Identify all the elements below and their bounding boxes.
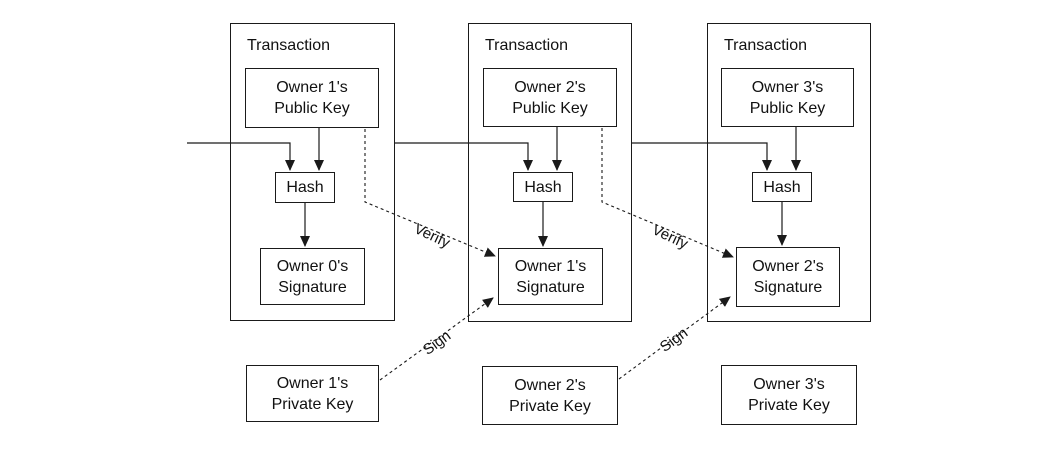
hash-box-1: Hash — [275, 172, 335, 203]
signature-box-2: Owner 1's Signature — [498, 248, 603, 305]
chain-input-line-1 — [187, 142, 295, 171]
verify-arrow-2 — [601, 128, 734, 258]
transaction-box-1: Transaction — [230, 23, 395, 321]
signature-box-1: Owner 0's Signature — [260, 248, 365, 305]
sign-arrow-1 — [379, 297, 494, 381]
sign-arrow-2 — [618, 296, 731, 380]
transaction-title-1: Transaction — [247, 37, 330, 54]
transaction-box-3: Transaction — [707, 23, 871, 322]
transaction-box-2: Transaction — [468, 23, 632, 322]
signature-box-3: Owner 2's Signature — [736, 247, 840, 307]
public-key-box-1: Owner 1's Public Key — [245, 68, 379, 128]
chain-input-line-2 — [395, 142, 533, 171]
hash-box-3: Hash — [752, 172, 812, 202]
public-key-box-3: Owner 3's Public Key — [721, 68, 854, 127]
private-key-box-3: Owner 3's Private Key — [721, 365, 857, 425]
hash-box-2: Hash — [513, 172, 573, 202]
verify-arrow-1 — [364, 129, 496, 257]
private-key-box-2: Owner 2's Private Key — [482, 366, 618, 425]
private-key-box-1: Owner 1's Private Key — [246, 365, 379, 422]
transaction-title-3: Transaction — [724, 37, 807, 54]
transaction-title-2: Transaction — [485, 37, 568, 54]
public-key-box-2: Owner 2's Public Key — [483, 68, 617, 127]
chain-input-line-3 — [632, 142, 772, 171]
